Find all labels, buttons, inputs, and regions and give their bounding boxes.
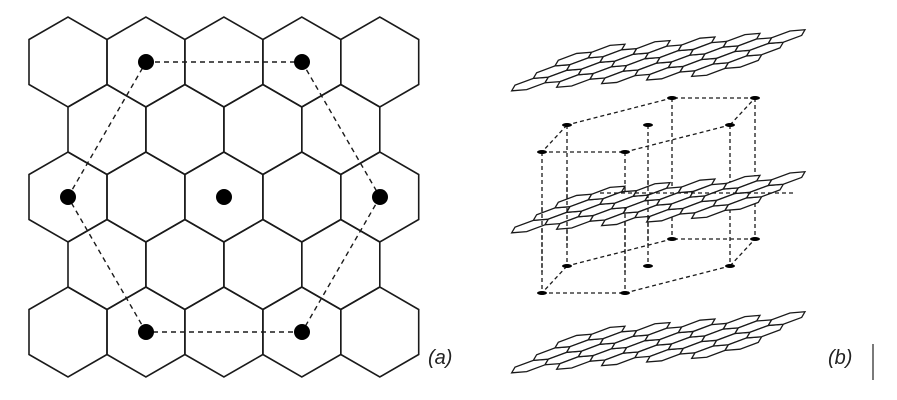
atom-dot xyxy=(667,237,677,241)
hexagon-cell xyxy=(761,171,813,186)
hexagon-cell xyxy=(106,151,186,243)
graphene-sheet xyxy=(504,311,812,373)
hexagon-cell xyxy=(300,218,381,311)
atom-dot xyxy=(620,150,630,154)
hexagon-cell xyxy=(145,83,225,176)
dashed-cell-edge xyxy=(729,238,756,267)
atom-dot xyxy=(643,123,653,127)
atom-dot xyxy=(725,264,735,268)
dashed-bond xyxy=(67,61,147,198)
graphene-sheet xyxy=(504,29,812,91)
panel-b-stacked-sheets xyxy=(504,29,812,373)
atom-dot xyxy=(372,189,388,205)
hexagon-cell xyxy=(67,218,147,311)
hexagon-cell xyxy=(300,83,381,176)
atom-dot xyxy=(294,54,310,70)
dashed-cell-edge xyxy=(624,265,731,294)
dashed-cell-edge xyxy=(624,124,731,153)
dashed-bond xyxy=(301,196,381,333)
panel-a-hex-lattice xyxy=(28,16,420,378)
atom-dot xyxy=(60,189,76,205)
dashed-cell-edge xyxy=(566,97,673,126)
panel-b-label: (b) xyxy=(828,347,852,369)
atom-dot xyxy=(537,150,547,154)
atom-dot xyxy=(562,123,572,127)
atom-dot xyxy=(216,189,232,205)
hexagon-cell xyxy=(145,218,225,311)
dashed-cell-edge xyxy=(729,97,756,126)
atom-dot xyxy=(620,291,630,295)
hexagon-cell xyxy=(184,16,264,108)
atom-dot xyxy=(750,237,760,241)
dashed-cell-edge xyxy=(541,124,568,153)
panel-a-label: (a) xyxy=(428,347,452,369)
hexagon-cell xyxy=(223,218,303,311)
atom-dot xyxy=(725,123,735,127)
atom-dot xyxy=(643,264,653,268)
atom-dot xyxy=(537,291,547,295)
hexagon-cell xyxy=(339,16,420,108)
graphene-sheet xyxy=(504,171,812,233)
atom-dot xyxy=(294,324,310,340)
hexagon-cell xyxy=(223,83,303,176)
hexagon-cell xyxy=(262,151,342,243)
dashed-bond xyxy=(67,196,147,333)
atom-dot xyxy=(138,54,154,70)
hexagon-cell xyxy=(761,29,813,44)
atom-dot xyxy=(138,324,154,340)
hexagon-cell xyxy=(339,286,420,378)
hexagon-cell xyxy=(28,16,108,108)
dashed-cell-edge xyxy=(566,238,673,267)
hexagon-cell xyxy=(67,83,147,176)
hexagon-cell xyxy=(761,311,813,326)
dashed-bond xyxy=(301,61,381,198)
atom-dot xyxy=(562,264,572,268)
atom-dot xyxy=(667,96,677,100)
hexagon-cell xyxy=(28,286,108,378)
atom-dot xyxy=(750,96,760,100)
dashed-cell-edge xyxy=(541,265,568,294)
hexagon-cell xyxy=(184,286,264,378)
